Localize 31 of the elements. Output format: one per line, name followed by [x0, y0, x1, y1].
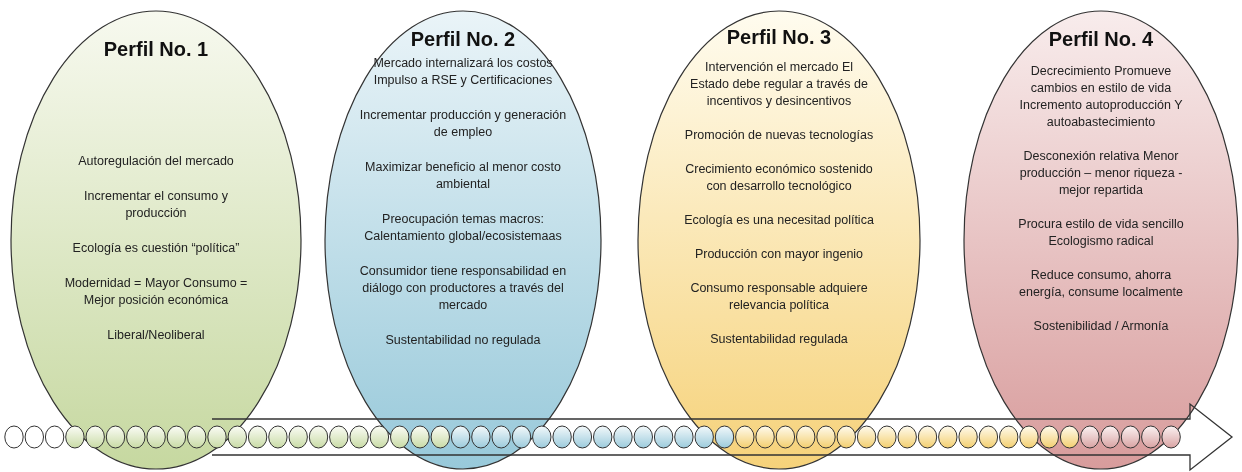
profile-text: Ecología es cuestión “política” [71, 240, 241, 257]
profile-ellipse [324, 10, 602, 470]
profile-text: Promoción de nuevas tecnologías [684, 127, 874, 144]
profile-text: Incrementar producción y generación de empleo [358, 107, 568, 141]
profile-text: Autoregulación del mercado [77, 153, 235, 170]
profile-text: Consumo responsable adquiere relevancia política [689, 280, 869, 314]
profile-title: Perfil No. 2 [410, 28, 516, 51]
profile-text: Decrecimiento Promueve cambios en estilo de vida Incremento autoproducción Y autoabastecimiento [1018, 63, 1184, 131]
profile-text: Consumidor tiene responsabilidad en diálogo con productores a través del mercado [358, 263, 568, 314]
profile-text: Desconexión relativa Menor producción – menor riqueza - mejor repartida [1018, 148, 1184, 199]
profile-text: Procura estilo de vida sencillo Ecologismo radical [1017, 216, 1185, 250]
profile-text: Incrementar el consumo y producción [83, 188, 229, 222]
profile-title: Perfil No. 3 [726, 26, 832, 49]
profile-text: Ecología es una necesitad política [684, 212, 874, 229]
profile-text: Producción con mayor ingenio [693, 246, 865, 263]
profile-text: Maximizar beneficio al menor costo ambiental [364, 159, 562, 193]
profile-title: Perfil No. 1 [103, 38, 209, 61]
profile-text: Modernidad = Mayor Consumo = Mejor posición económica [63, 275, 249, 309]
profile-text: Liberal/Neoliberal [106, 327, 206, 344]
profile-text: Crecimiento económico sostenido con desarrollo tecnológico [684, 161, 874, 195]
profile-text: Mercado internalizará los costos Impulso a RSE y Certificaciones [372, 55, 554, 89]
profile-text: Intervención el mercado El Estado debe regular a través de incentivos y desincentivos [689, 59, 869, 110]
profile-ellipse [637, 10, 921, 470]
profile-ellipse [963, 10, 1239, 470]
profile-text: Sostenibilidad / Armonía [1032, 318, 1170, 335]
profile-text: Reduce consumo, ahorra energía, consume localmente [1018, 267, 1184, 301]
profile-title: Perfil No. 4 [1048, 28, 1154, 51]
profile-text: Preocupación temas macros: Calentamiento global/ecosistemaas [363, 211, 563, 245]
profile-text: Sustentabilidad no regulada [384, 332, 542, 349]
profile-ellipse [10, 10, 302, 470]
profile-text: Sustentabilidad regulada [709, 331, 849, 348]
